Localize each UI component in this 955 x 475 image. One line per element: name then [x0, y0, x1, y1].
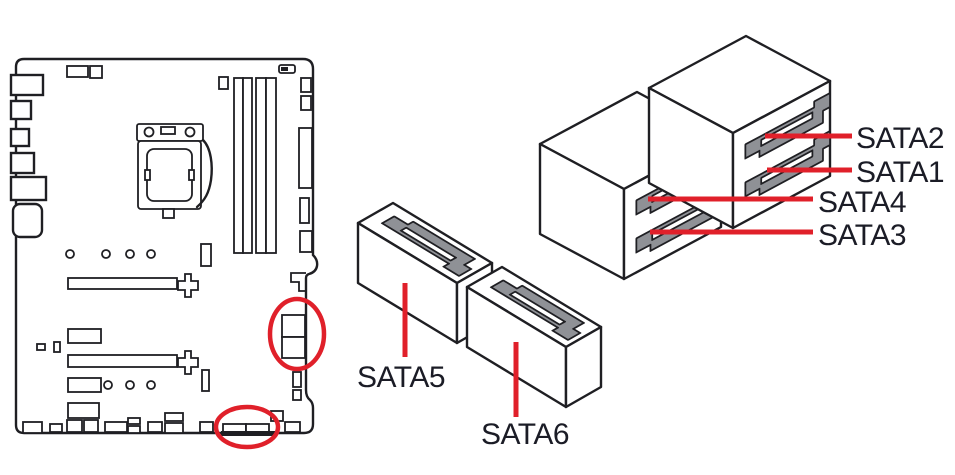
sata56-connectors-3d	[356, 201, 603, 417]
label-sata4: SATA4	[818, 186, 907, 219]
rear-io-ports	[9, 73, 48, 239]
mounting-holes	[65, 249, 156, 390]
right-edge-headers	[298, 77, 313, 253]
jumper-icon	[278, 64, 296, 74]
label-sata5: SATA5	[357, 361, 446, 394]
cpu-socket	[136, 123, 213, 219]
highlight-circle-side-sata	[267, 296, 327, 372]
label-sata6: SATA6	[481, 418, 570, 451]
label-sata1: SATA1	[856, 156, 945, 189]
label-sata2: SATA2	[856, 122, 945, 155]
atx-power-connector	[298, 127, 313, 189]
audio-ports	[11, 202, 44, 239]
sata-ports-side-view	[281, 314, 306, 401]
dimm-slots	[233, 77, 277, 254]
label-sata3: SATA3	[818, 219, 907, 252]
edge-clip	[290, 272, 306, 292]
sata6-connector-3d	[465, 265, 603, 409]
sata-block-3d	[538, 34, 852, 281]
pcie-slot-1	[67, 273, 199, 298]
socket-lever	[195, 138, 213, 209]
pcie-slot-2	[67, 350, 199, 375]
sata-ports-bottom-view	[221, 423, 275, 436]
bottom-headers	[22, 410, 301, 436]
sata12-connector-3d	[647, 34, 832, 230]
highlight-circle-bottom-sata	[213, 404, 281, 450]
motherboard-diagram	[9, 57, 327, 450]
